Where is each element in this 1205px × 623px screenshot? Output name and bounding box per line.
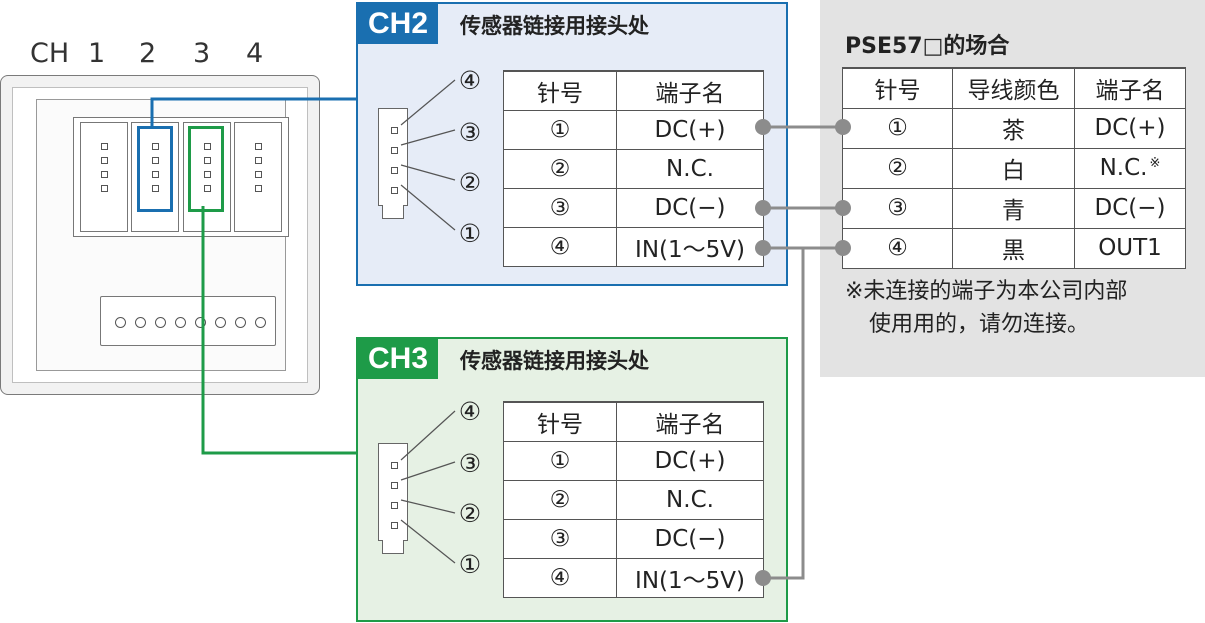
ch3-pin-cell: ④ [503, 557, 617, 598]
ch2-pin-label: ③ [458, 118, 482, 147]
sensor-connector-ch4 [234, 122, 282, 232]
pse57-pin-cell: ④ [842, 227, 953, 269]
pse57-terminal-cell: N.C.※ [1074, 147, 1186, 189]
ch2-panel: CH2 传感器链接用接头处 ④ ③ ② ① 针号 端子名 ① DC(+) ② N… [356, 2, 788, 286]
output-connector [100, 296, 276, 346]
ch2-connector-highlight [137, 126, 173, 212]
pse57-color-cell: 白 [952, 147, 1075, 189]
pse57-pin-cell: ② [842, 147, 953, 189]
ch3-terminal-cell: N.C. [616, 479, 764, 520]
ch2-terminal-cell: DC(+) [616, 109, 764, 150]
pse57-color-cell: 青 [952, 187, 1075, 229]
pse57-color-cell: 茶 [952, 107, 1075, 149]
table-row: ② N.C. [503, 148, 764, 189]
table-row: ③ 青 DC(−) [842, 187, 1186, 229]
ch3-terminal-cell: DC(+) [616, 440, 764, 481]
table-row: ② N.C. [503, 479, 764, 520]
ch3-badge: CH3 [358, 339, 439, 379]
pse57-header-pin: 针号 [842, 67, 953, 109]
pse57-title: PSE57□的场合 [845, 34, 1010, 59]
ch2-pin-cell: ① [503, 109, 617, 150]
ch3-pin-table: 针号 端子名 ① DC(+) ② N.C. ③ DC(−) ④ IN(1～5V) [503, 401, 764, 598]
ch3-panel: CH3 传感器链接用接头处 ④ ③ ② ① 针号 端子名 ① DC(+) ② N… [356, 337, 788, 622]
ch2-pin-label: ② [458, 168, 482, 197]
pse57-pin-table: 针号 导线颜色 端子名 ① 茶 DC(+) ② 白 N.C.※ ③ 青 DC(−… [842, 67, 1186, 269]
pse57-note-line1: ※未连接的端子为本公司内部 [845, 279, 1128, 304]
pse57-terminal-cell: OUT1 [1074, 227, 1186, 269]
ch3-pin-label: ② [458, 499, 482, 528]
table-row: ③ DC(−) [503, 518, 764, 559]
table-row: ① DC(+) [503, 440, 764, 481]
ch2-pin-cell: ④ [503, 226, 617, 267]
device-channel-number: 1 [88, 38, 106, 69]
ch3-terminal-cell: IN(1～5V) [616, 557, 764, 598]
device-channel-number: 2 [139, 38, 157, 69]
ch2-header-pin: 针号 [503, 70, 617, 111]
note-mark: ※ [1149, 156, 1161, 171]
pse57-header-color: 导线颜色 [952, 67, 1075, 109]
pse57-color-cell: 黒 [952, 227, 1075, 269]
table-row: ④ 黒 OUT1 [842, 227, 1186, 269]
ch3-pin-label: ④ [458, 397, 482, 426]
ch2-badge: CH2 [358, 4, 439, 44]
table-row: ① 茶 DC(+) [842, 107, 1186, 149]
table-row: ④ IN(1～5V) [503, 557, 764, 598]
ch2-pin-cell: ② [503, 148, 617, 189]
ch3-header-terminal: 端子名 [616, 401, 764, 442]
ch3-pin-cell: ② [503, 479, 617, 520]
ch3-connector-illustration [378, 443, 408, 541]
table-row: ③ DC(−) [503, 187, 764, 228]
pse57-note: ※未连接的端子为本公司内部 使用用的，请勿连接。 [845, 275, 1205, 341]
ch2-pin-table: 针号 端子名 ① DC(+) ② N.C. ③ DC(−) ④ IN(1～5V) [503, 70, 764, 267]
pse57-terminal-cell: DC(+) [1074, 107, 1186, 149]
ch2-title: 传感器链接用接头处 [460, 14, 649, 38]
pse57-pin-cell: ③ [842, 187, 953, 229]
ch2-connector-foot [382, 205, 404, 219]
ch2-terminal-cell: DC(−) [616, 187, 764, 228]
ch2-pin-cell: ③ [503, 187, 617, 228]
table-row: ② 白 N.C.※ [842, 147, 1186, 189]
table-row: ④ IN(1～5V) [503, 226, 764, 267]
ch3-pin-label: ① [458, 550, 482, 579]
ch3-pin-cell: ① [503, 440, 617, 481]
pse57-pin-cell: ① [842, 107, 953, 149]
ch3-terminal-cell: DC(−) [616, 518, 764, 559]
ch3-connector-highlight [188, 126, 224, 212]
pse57-terminal-text: N.C. [1099, 155, 1148, 181]
ch2-pin-label: ④ [458, 66, 482, 95]
pse57-header-terminal: 端子名 [1074, 67, 1186, 109]
ch3-pin-cell: ③ [503, 518, 617, 559]
ch2-terminal-cell: IN(1～5V) [616, 226, 764, 267]
device-channel-number: 3 [193, 38, 211, 69]
device-channel-number: 4 [246, 38, 264, 69]
ch3-header-pin: 针号 [503, 401, 617, 442]
ch2-pin-label: ① [458, 219, 482, 248]
ch3-pin-label: ③ [458, 449, 482, 478]
table-row: ① DC(+) [503, 109, 764, 150]
pse57-note-line2: 使用用的，请勿连接。 [869, 312, 1090, 337]
ch2-connector-illustration [378, 108, 408, 206]
ch3-connector-foot [382, 540, 404, 554]
device-ch-label: CH [30, 38, 70, 69]
ch2-header-terminal: 端子名 [616, 70, 764, 111]
ch3-title: 传感器链接用接头处 [460, 349, 649, 373]
pse57-terminal-cell: DC(−) [1074, 187, 1186, 229]
ch2-terminal-cell: N.C. [616, 148, 764, 189]
sensor-connector-ch1 [80, 122, 128, 232]
